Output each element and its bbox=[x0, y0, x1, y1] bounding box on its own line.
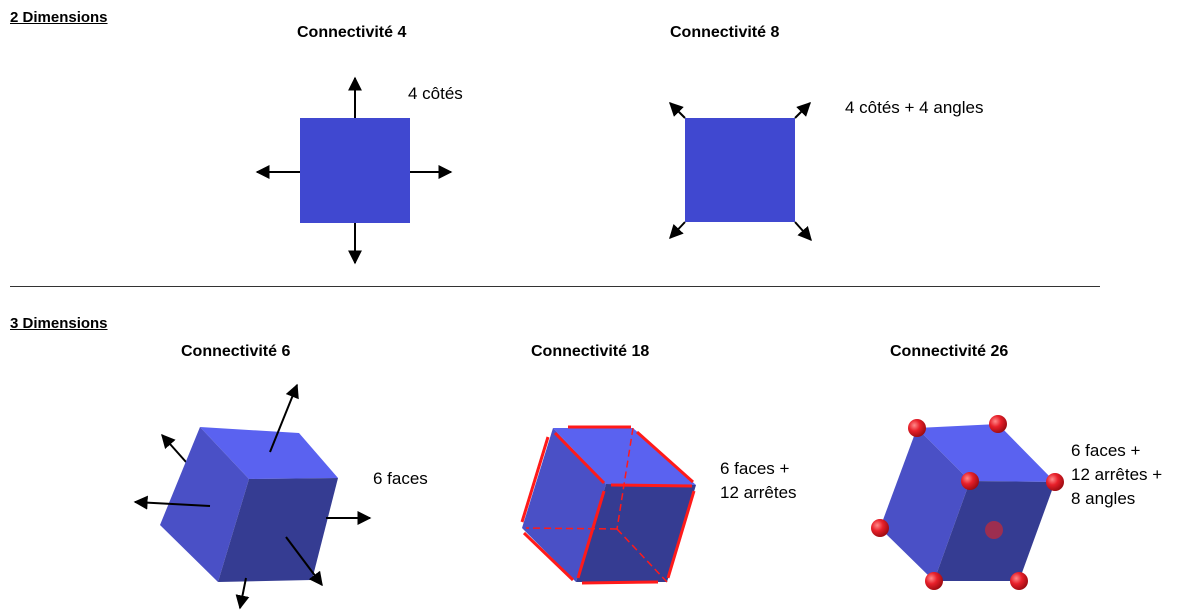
title-connectivity-6: Connectivité 6 bbox=[181, 343, 291, 360]
cube-left-face bbox=[880, 428, 970, 581]
caption-line: 12 arrêtes bbox=[720, 483, 797, 502]
caption-line: 6 faces bbox=[373, 469, 428, 488]
arrow-top-left bbox=[669, 102, 686, 119]
hidden-edge bbox=[616, 528, 668, 583]
corner-sphere bbox=[871, 519, 889, 537]
cube-top-face bbox=[553, 428, 696, 485]
corner-sphere bbox=[908, 419, 926, 437]
arrow-down bbox=[235, 577, 250, 610]
title-connectivity-4: Connectivité 4 bbox=[297, 24, 407, 41]
corner-sphere bbox=[961, 472, 979, 490]
arrow-bottom-left bbox=[669, 221, 686, 240]
arrow-left bbox=[133, 495, 211, 510]
cube-left-face bbox=[160, 427, 249, 582]
cube-top-face bbox=[200, 427, 338, 479]
arrow-up bbox=[269, 383, 299, 453]
corner-sphere-hidden bbox=[985, 521, 1003, 539]
arrow-back bbox=[161, 433, 187, 463]
title-connectivity-8: Connectivité 8 bbox=[670, 24, 780, 41]
connectivity-26-diagram bbox=[871, 415, 1064, 590]
arrow-front bbox=[285, 536, 323, 587]
edge bbox=[553, 431, 606, 485]
caption-connectivity-4: 4 côtés bbox=[408, 82, 463, 106]
cube-top-face bbox=[917, 424, 1055, 482]
hidden-edge bbox=[525, 527, 618, 530]
caption-line: 4 côtés bbox=[408, 84, 463, 103]
corner-sphere bbox=[1010, 572, 1028, 590]
edge bbox=[666, 490, 696, 579]
edge bbox=[522, 531, 575, 582]
pixel-square bbox=[685, 118, 795, 222]
corner-sphere bbox=[925, 572, 943, 590]
hidden-edge bbox=[616, 427, 634, 530]
title-connectivity-18: Connectivité 18 bbox=[531, 343, 650, 360]
pixel-square bbox=[300, 118, 410, 223]
section-title-2d: 2 Dimensions bbox=[10, 9, 108, 26]
caption-connectivity-26: 6 faces + 12 arrêtes + 8 angles bbox=[1071, 439, 1162, 511]
edge bbox=[610, 483, 693, 488]
connectivity-8-diagram bbox=[669, 102, 812, 242]
caption-connectivity-18: 6 faces + 12 arrêtes bbox=[720, 457, 797, 505]
caption-line: 6 faces + bbox=[720, 459, 790, 478]
edge bbox=[581, 580, 659, 585]
caption-line: 6 faces + bbox=[1071, 441, 1141, 460]
caption-line: 8 angles bbox=[1071, 489, 1136, 508]
title-connectivity-26: Connectivité 26 bbox=[890, 343, 1009, 360]
cube-front-face bbox=[576, 484, 696, 582]
arrow-bottom-right bbox=[794, 221, 812, 242]
edge bbox=[576, 490, 606, 579]
caption-connectivity-8: 4 côtés + 4 angles bbox=[845, 96, 983, 120]
corner-sphere bbox=[989, 415, 1007, 433]
edge bbox=[636, 430, 694, 484]
caption-line: 4 côtés + 4 angles bbox=[845, 98, 984, 117]
section-divider bbox=[10, 286, 1100, 287]
cube-left-face bbox=[522, 428, 606, 582]
connectivity-18-diagram bbox=[520, 425, 696, 585]
caption-connectivity-6: 6 faces bbox=[373, 467, 428, 491]
arrow-top-right bbox=[794, 102, 811, 119]
caption-line: 12 arrêtes + bbox=[1071, 465, 1163, 484]
connectivity-6-diagram bbox=[133, 383, 372, 610]
cube-front-face bbox=[218, 478, 338, 582]
edge bbox=[520, 436, 550, 523]
corner-sphere bbox=[1046, 473, 1064, 491]
section-title-3d: 3 Dimensions bbox=[10, 315, 108, 332]
connectivity-4-diagram bbox=[255, 76, 453, 265]
